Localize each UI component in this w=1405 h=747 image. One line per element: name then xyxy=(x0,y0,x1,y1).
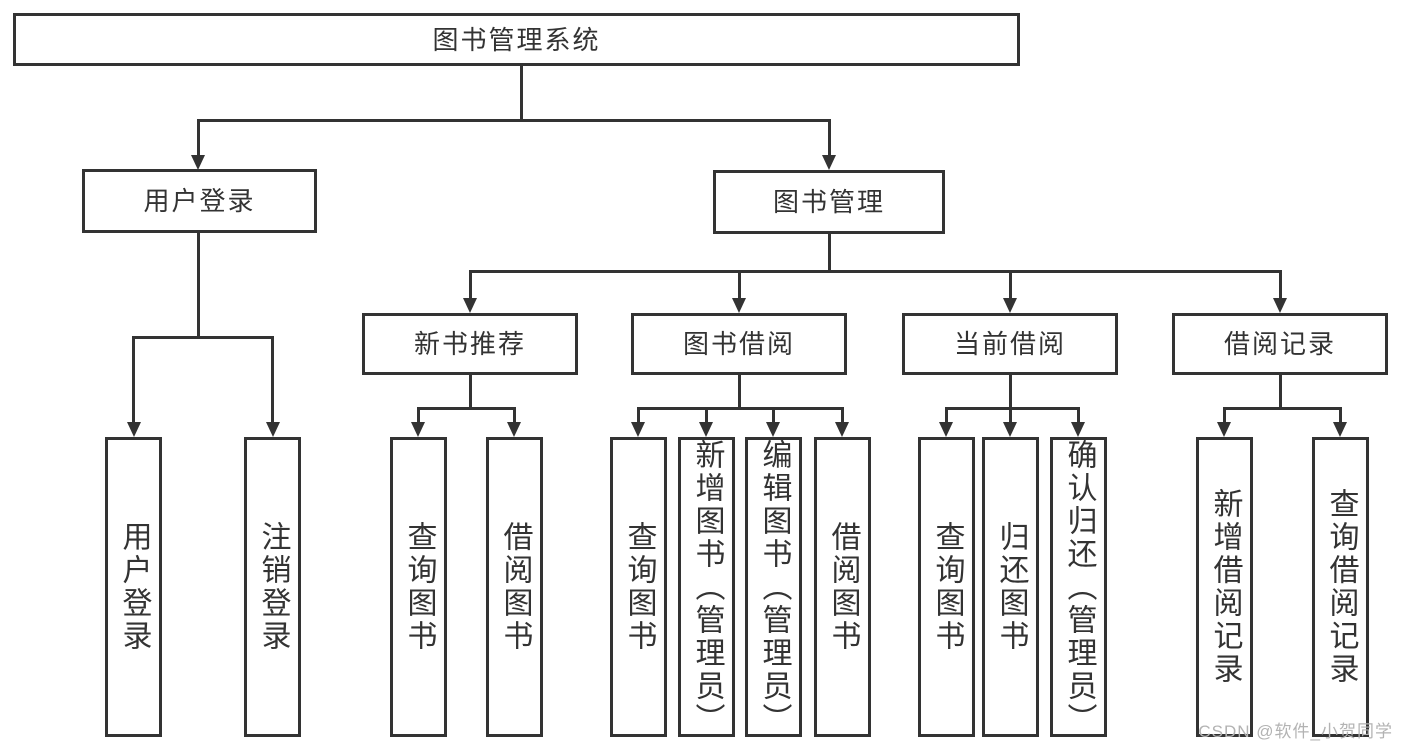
connector-line xyxy=(132,336,135,424)
node-new-book-recommend: 新书推荐 xyxy=(362,313,578,375)
connector-line xyxy=(417,407,516,410)
connector-line xyxy=(841,407,844,425)
connector-line xyxy=(1009,270,1012,300)
node-label: 查询借阅记录 xyxy=(1324,488,1358,686)
node-label: 用户登录 xyxy=(143,186,256,216)
node-leaf-borrow-edit-books-admin: 编辑图书（管理员） xyxy=(745,437,802,737)
connector-line xyxy=(469,270,472,300)
connector-line xyxy=(1279,375,1282,409)
node-label: 图书借阅 xyxy=(682,329,795,359)
node-book-management-system: 图书管理系统 xyxy=(13,13,1020,66)
node-label: 编辑图书（管理员） xyxy=(757,438,791,736)
connector-line xyxy=(1223,407,1342,410)
connector-line xyxy=(1339,407,1342,425)
connector-line xyxy=(469,375,472,409)
node-leaf-borrow-add-books-admin: 新增图书（管理员） xyxy=(678,437,735,737)
node-label: 借阅图书 xyxy=(826,521,860,653)
node-label: 新书推荐 xyxy=(413,329,526,359)
connector-line xyxy=(271,336,274,424)
node-label: 查询图书 xyxy=(402,521,436,653)
arrow-down-icon xyxy=(1071,422,1085,437)
arrow-down-icon xyxy=(411,422,425,437)
node-leaf-recommend-query-books: 查询图书 xyxy=(390,437,447,737)
arrow-down-icon xyxy=(835,422,849,437)
arrow-down-icon xyxy=(631,422,645,437)
node-leaf-current-query-books: 查询图书 xyxy=(918,437,975,737)
node-label: 查询图书 xyxy=(930,521,964,653)
connector-line xyxy=(945,407,948,425)
connector-line xyxy=(197,119,831,122)
connector-line xyxy=(705,407,708,425)
arrow-down-icon xyxy=(1217,422,1231,437)
node-label: 图书管理系统 xyxy=(432,24,601,55)
arrow-down-icon xyxy=(266,422,280,437)
node-label: 归还图书 xyxy=(994,521,1028,653)
node-label: 新增借阅记录 xyxy=(1208,488,1242,686)
node-leaf-current-return-books: 归还图书 xyxy=(982,437,1039,737)
connector-line xyxy=(828,119,831,157)
connector-line xyxy=(197,119,200,157)
connector-line xyxy=(945,407,1080,410)
node-leaf-records-add-record: 新增借阅记录 xyxy=(1196,437,1253,737)
node-leaf-borrow-borrow-books: 借阅图书 xyxy=(814,437,871,737)
node-leaf-current-confirm-return-admin: 确认归还（管理员） xyxy=(1050,437,1107,737)
arrow-down-icon xyxy=(1003,422,1017,437)
node-label: 查询图书 xyxy=(622,521,656,653)
connector-line xyxy=(1009,375,1012,409)
node-leaf-user-login: 用户登录 xyxy=(105,437,162,737)
arrow-down-icon xyxy=(822,155,836,170)
connector-line xyxy=(637,407,640,425)
csdn-watermark: CSDN @软件_小贺同学 xyxy=(1198,722,1393,741)
connector-line xyxy=(1279,270,1282,300)
arrow-down-icon xyxy=(699,422,713,437)
node-leaf-records-query-record: 查询借阅记录 xyxy=(1312,437,1369,737)
connector-line xyxy=(469,270,1282,273)
connector-line xyxy=(637,407,844,410)
connector-line xyxy=(1077,407,1080,425)
connector-line xyxy=(197,233,200,338)
arrow-down-icon xyxy=(191,155,205,170)
node-user-login: 用户登录 xyxy=(82,169,317,233)
connector-line xyxy=(1223,407,1226,425)
arrow-down-icon xyxy=(939,422,953,437)
node-current-borrow: 当前借阅 xyxy=(902,313,1118,375)
arrow-down-icon xyxy=(766,422,780,437)
node-book-borrow: 图书借阅 xyxy=(631,313,847,375)
arrow-down-icon xyxy=(1333,422,1347,437)
arrow-down-icon xyxy=(1003,298,1017,313)
node-leaf-borrow-query-books: 查询图书 xyxy=(610,437,667,737)
connector-line xyxy=(520,66,523,120)
connector-line xyxy=(738,270,741,300)
arrow-down-icon xyxy=(127,422,141,437)
connector-line xyxy=(1009,407,1012,425)
node-label: 用户登录 xyxy=(117,521,151,653)
node-label: 当前借阅 xyxy=(953,329,1066,359)
connector-line xyxy=(513,407,516,425)
node-label: 注销登录 xyxy=(256,521,290,653)
node-leaf-recommend-borrow-books: 借阅图书 xyxy=(486,437,543,737)
node-label: 图书管理 xyxy=(772,187,885,217)
node-leaf-logout: 注销登录 xyxy=(244,437,301,737)
node-borrow-records: 借阅记录 xyxy=(1172,313,1388,375)
connector-line xyxy=(828,234,831,272)
node-label: 借阅图书 xyxy=(498,521,532,653)
node-book-management: 图书管理 xyxy=(713,170,945,234)
arrow-down-icon xyxy=(507,422,521,437)
connector-line xyxy=(417,407,420,425)
connector-line xyxy=(738,375,741,409)
node-label: 借阅记录 xyxy=(1223,329,1336,359)
node-label: 确认归还（管理员） xyxy=(1062,438,1096,736)
arrow-down-icon xyxy=(463,298,477,313)
connector-line xyxy=(132,336,274,339)
arrow-down-icon xyxy=(1273,298,1287,313)
arrow-down-icon xyxy=(732,298,746,313)
connector-line xyxy=(772,407,775,425)
node-label: 新增图书（管理员） xyxy=(690,438,724,736)
